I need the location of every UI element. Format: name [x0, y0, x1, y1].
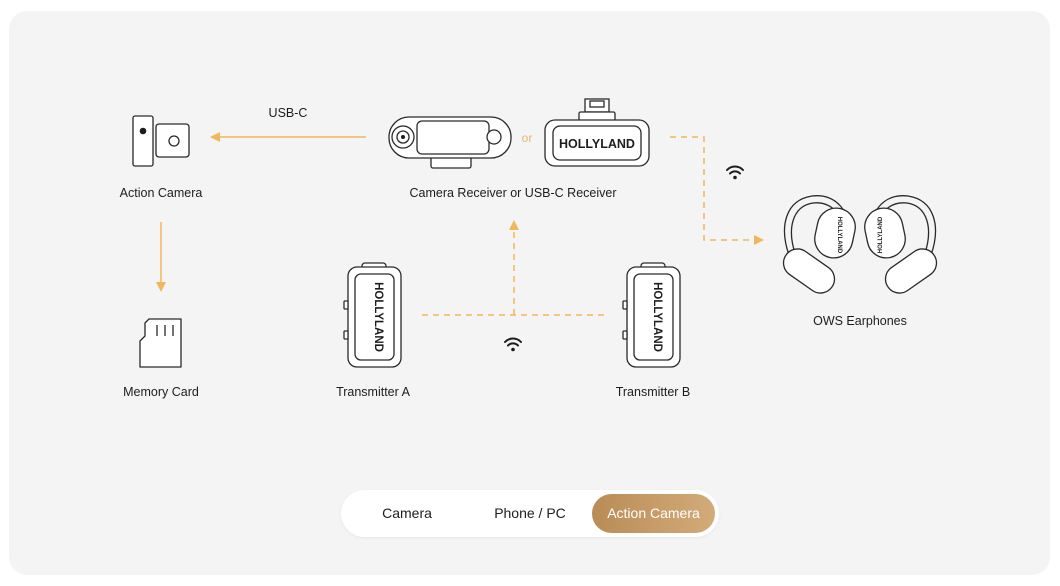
- brand-logo: HOLLYLAND: [559, 137, 635, 151]
- brand-logo: HOLLYLAND: [836, 217, 842, 254]
- action-camera-icon: [132, 115, 190, 167]
- wifi-icon: [726, 165, 744, 180]
- transmitter-b-label: Transmitter B: [615, 385, 691, 399]
- diagram-panel: [9, 11, 1050, 575]
- brand-logo: HOLLYLAND: [878, 216, 884, 253]
- action-camera-label: Action Camera: [119, 186, 203, 200]
- receiver-label: Camera Receiver or USB-C Receiver: [409, 186, 617, 200]
- earphones-label: OWS Earphones: [813, 314, 907, 328]
- brand-logo: HOLLYLAND: [651, 282, 663, 352]
- memory-card-icon: [139, 318, 182, 368]
- device-tabs: Camera Phone / PC Action Camera: [341, 490, 719, 537]
- ows-earphones-icon: HOLLYLAND HOLLYLAND: [782, 195, 938, 294]
- or-label: or: [521, 131, 533, 145]
- usb-c-receiver-icon: HOLLYLAND: [544, 98, 650, 167]
- wifi-icon: [504, 337, 522, 352]
- brand-logo: HOLLYLAND: [372, 282, 384, 352]
- transmitter-b-icon: HOLLYLAND: [622, 262, 681, 368]
- tab-camera[interactable]: Camera: [382, 505, 432, 521]
- transmitter-a-label: Transmitter A: [336, 385, 410, 399]
- transmitter-a-icon: HOLLYLAND: [343, 262, 402, 368]
- tab-phone-pc[interactable]: Phone / PC: [494, 505, 566, 521]
- memory-card-label: Memory Card: [123, 385, 199, 399]
- tab-action-camera[interactable]: Action Camera: [592, 494, 715, 533]
- camera-receiver-icon: [388, 116, 512, 169]
- usb-c-label: USB-C: [268, 106, 308, 120]
- receiver-to-earphones-arrow: [670, 136, 764, 245]
